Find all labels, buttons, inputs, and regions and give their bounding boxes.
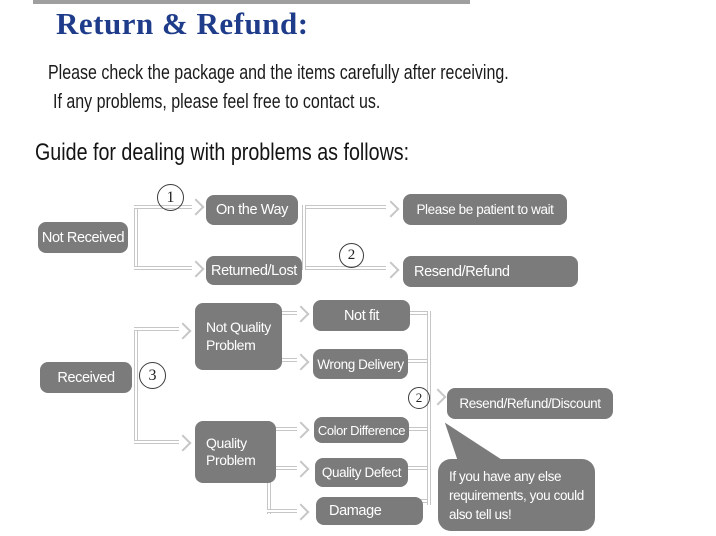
arrow-right-icon xyxy=(382,261,400,279)
node-not-quality-problem: Not Quality Problem xyxy=(195,303,282,370)
node-quality-problem: Quality Problem xyxy=(195,421,276,483)
connector-line xyxy=(427,311,431,505)
intro-line-2: If any problems, please feel free to con… xyxy=(53,91,381,113)
connector-line xyxy=(267,509,297,513)
node-quality-defect: Quality Defect xyxy=(315,458,408,487)
step-badge-2b: 2 xyxy=(408,387,430,409)
connector-line xyxy=(134,440,179,444)
connector-line xyxy=(267,466,297,470)
node-resend-refund-discount: Resend/Refund/Discount xyxy=(447,388,613,419)
connector-line xyxy=(267,427,297,431)
arrow-right-icon xyxy=(292,305,310,323)
top-divider xyxy=(33,0,470,4)
node-resend-refund: Resend/Refund xyxy=(403,256,578,287)
step-badge-2: 2 xyxy=(339,243,364,268)
arrow-right-icon xyxy=(174,434,192,452)
arrow-right-icon xyxy=(292,503,310,521)
connector-line xyxy=(410,311,427,315)
node-wrong-delivery: Wrong Delivery xyxy=(313,349,408,379)
arrow-right-icon xyxy=(292,460,310,478)
connector-line xyxy=(408,359,427,363)
guide-heading: Guide for dealing with problems as follo… xyxy=(35,139,410,166)
connector-line xyxy=(409,427,427,431)
arrow-right-icon xyxy=(292,421,310,439)
page-title: Return & Refund: xyxy=(56,6,309,41)
arrow-right-icon xyxy=(382,200,400,218)
arrow-right-icon xyxy=(187,198,205,216)
intro-line-1: Please check the package and the items c… xyxy=(48,62,509,84)
step-badge-3: 3 xyxy=(139,362,166,389)
connector-line xyxy=(134,327,179,331)
node-received: Received xyxy=(40,362,132,393)
speech-bubble-tail xyxy=(444,422,502,460)
arrow-right-icon xyxy=(174,322,192,340)
arrow-right-icon xyxy=(429,388,447,406)
node-returned-lost: Returned/Lost xyxy=(206,256,302,285)
arrow-right-icon xyxy=(292,353,310,371)
connector-line xyxy=(273,311,297,315)
bubble-line-3: also tell us! xyxy=(449,507,512,523)
connector-line xyxy=(134,205,138,269)
speech-bubble: If you have any else requirements, you c… xyxy=(438,459,595,531)
bubble-line-1: If you have any else xyxy=(449,469,562,484)
connector-line xyxy=(302,205,306,270)
bubble-line-2: requirements, you could xyxy=(449,488,584,504)
node-not-received: Not Received xyxy=(38,222,128,253)
connector-line xyxy=(273,358,297,362)
step-badge-1: 1 xyxy=(157,184,184,211)
connector-line xyxy=(134,327,138,443)
arrow-right-icon xyxy=(187,260,205,278)
connector-line xyxy=(134,266,192,270)
node-please-be-patient: Please be patient to wait xyxy=(403,194,567,225)
node-damage: Damage xyxy=(316,497,423,525)
connector-line xyxy=(408,466,427,470)
node-color-difference: Color Difference xyxy=(314,417,409,443)
connector-line xyxy=(306,205,386,209)
node-not-fit: Not fit xyxy=(313,300,410,331)
node-on-the-way: On the Way xyxy=(206,195,298,225)
